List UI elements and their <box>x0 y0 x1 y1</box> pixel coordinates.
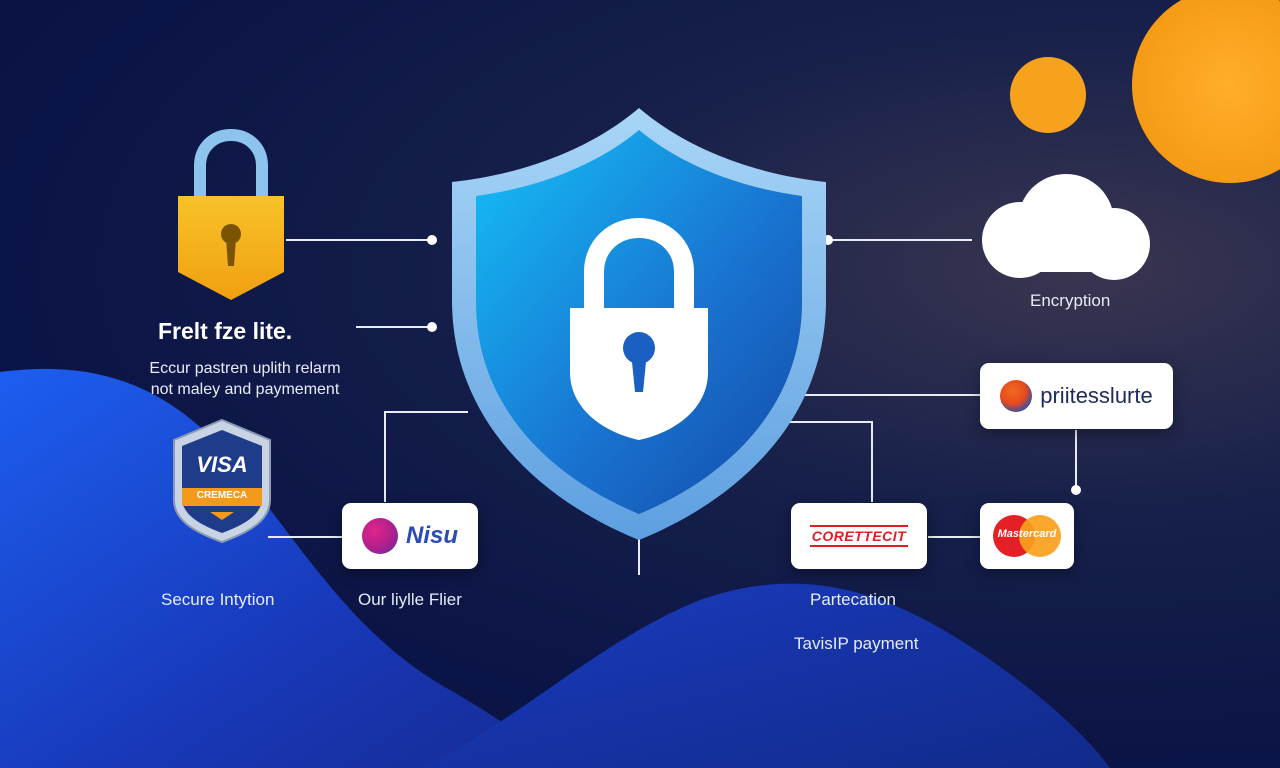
description-line-1: Eccur pastren uplith relarm <box>149 360 341 377</box>
priitesslurte-card: priitesslurte <box>980 363 1173 429</box>
label-encryption: Encryption <box>1030 291 1111 310</box>
label-our-style-flier: Our liylle Flier <box>358 590 462 609</box>
description-line-2: not maley and paymement <box>150 381 340 398</box>
orange-circle-small <box>1010 57 1086 133</box>
visa-shield-icon <box>173 418 271 544</box>
label-tavisip-payment: TavisIP payment <box>794 634 919 653</box>
mastercard-card: Mastercard <box>980 503 1074 569</box>
corettecit-label: CORETTECIT <box>809 525 909 547</box>
mastercard-label: Mastercard <box>997 528 1057 540</box>
corettecit-card: CORETTECIT <box>791 503 927 569</box>
label-partecation: Partecation <box>810 590 896 609</box>
cloud-icon <box>982 174 1150 280</box>
wave-right <box>420 583 1110 768</box>
shield-padlock-icon <box>570 217 708 440</box>
nisu-logo-icon <box>361 518 398 554</box>
visa-badge-subtext: CREMECA <box>196 490 248 501</box>
nisu-label: Nisu <box>405 522 458 549</box>
nisu-card: Nisu <box>342 503 478 569</box>
wave-left <box>0 368 600 768</box>
label-secure-intytion: Secure Intytion <box>161 590 275 609</box>
diagram-title: Frelt fze lite. <box>158 318 293 344</box>
padlock-icon <box>178 128 284 300</box>
mastercard-logo-icon: Mastercard <box>989 513 1065 559</box>
connector-lines <box>268 239 1077 575</box>
diagram-description: Eccur pastren uplith relarm not maley an… <box>130 358 360 400</box>
priitesslurte-label: priitesslurte <box>1040 383 1153 408</box>
priitesslurte-logo-icon <box>1000 380 1033 412</box>
orange-circle-large <box>1132 0 1280 183</box>
visa-badge-text: VISA <box>196 452 248 477</box>
